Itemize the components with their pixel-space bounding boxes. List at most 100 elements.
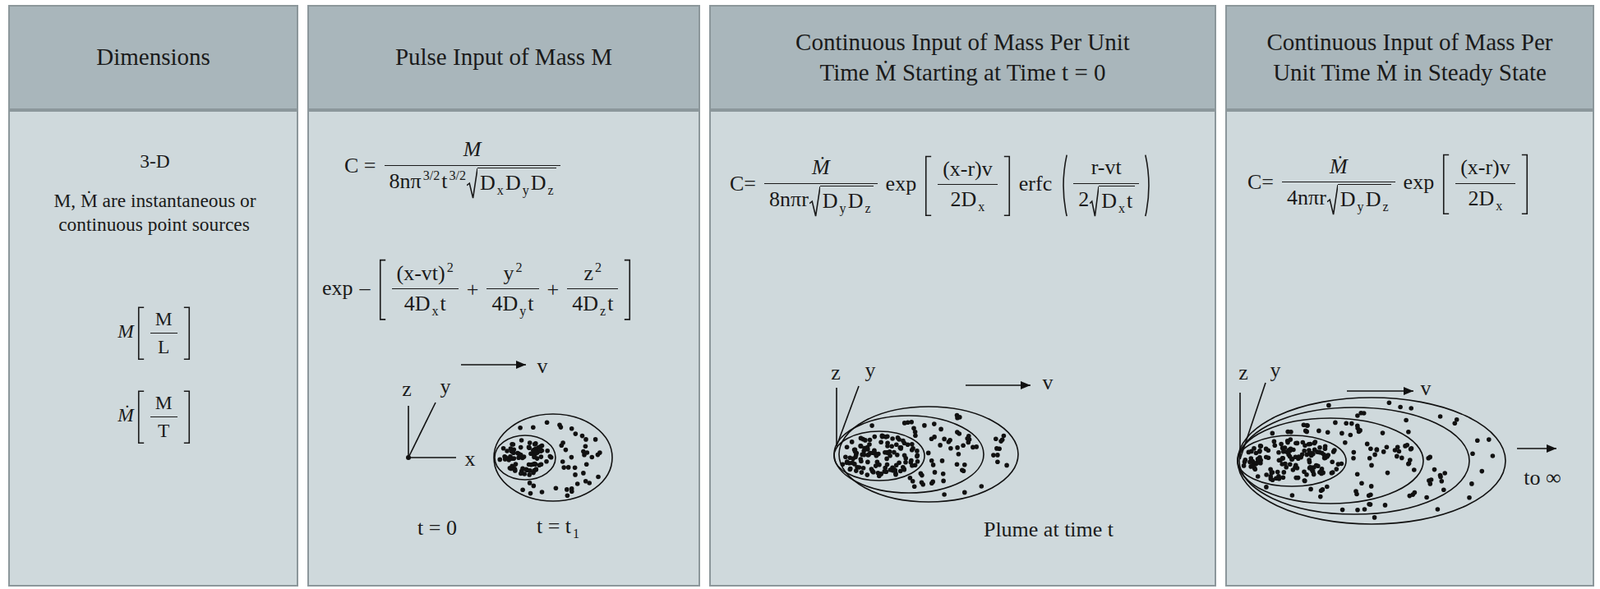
particle-dot — [1306, 442, 1312, 448]
particle-dot — [1369, 484, 1375, 489]
radical-sign-stroke — [1089, 186, 1099, 217]
particle-dot — [962, 462, 968, 468]
particle-dot — [538, 448, 544, 454]
particle-dot — [902, 467, 908, 473]
particle-dot — [569, 488, 575, 494]
particle-dot — [853, 455, 858, 461]
particle-dot — [526, 446, 532, 452]
particle-dot — [867, 438, 873, 443]
header-text: Dimensions — [96, 41, 211, 73]
particle-dot — [1332, 420, 1338, 426]
formula-text: T — [157, 419, 170, 442]
body-cell: C =M8nπ3/2t3/2DxDyDzexp–(x-vt)24Dxt+y24D… — [307, 110, 701, 587]
particle-dot — [548, 455, 554, 461]
fraction: ML — [150, 307, 178, 360]
formula-text: 2 — [1078, 187, 1089, 212]
particle-dot — [1293, 475, 1299, 481]
particle-dot — [1325, 429, 1331, 435]
particle-dot — [1387, 400, 1393, 406]
particle-dot — [501, 446, 507, 452]
bracket-right-stroke — [624, 260, 630, 320]
formula-text: C = — [344, 153, 377, 178]
particle-dot — [911, 425, 917, 431]
radical-sign — [466, 167, 478, 199]
particle-dot — [1241, 463, 1247, 469]
particle-dot — [932, 470, 938, 475]
particle-dot — [518, 445, 524, 451]
square-root: DyDz — [1327, 184, 1392, 216]
particle-dot — [869, 423, 875, 429]
plume-outline — [839, 406, 1019, 503]
formula-block: t = 0 — [416, 515, 458, 543]
particle-dot — [862, 438, 868, 443]
formula-group: DyDz — [1337, 184, 1392, 216]
particle-dot — [881, 434, 887, 440]
formula-text: v — [537, 354, 549, 379]
particle-dot — [1277, 476, 1282, 482]
bracket-content: (x-vt)24Dxt+y24Dyt+z24Dzt — [387, 258, 624, 323]
formula-group: 2Dx — [937, 184, 998, 216]
particle-dot — [1469, 481, 1475, 487]
formula-text: 2D — [1468, 186, 1495, 211]
bracket-content: (x-r)v2Dx — [932, 154, 1003, 218]
formula-text: 4nπr — [1286, 185, 1327, 210]
header-cell: Continuous Input of Mass Per Unit Time Ṁ… — [709, 4, 1217, 111]
particle-dot — [583, 443, 589, 449]
particle-dot — [593, 437, 599, 443]
formula-group: (x-r)v — [937, 156, 998, 186]
particle-dot — [1367, 456, 1373, 462]
formula-text: (x-r)v — [1460, 155, 1511, 180]
particle-dot — [1429, 477, 1435, 483]
particle-dot — [959, 467, 965, 473]
particle-dot — [1246, 450, 1252, 456]
formula-text: t — [441, 169, 448, 194]
formula-text: y — [865, 358, 877, 383]
formula-text: Plume at time t — [983, 517, 1114, 542]
particle-dot — [1399, 456, 1405, 462]
formula-text: t — [527, 291, 534, 316]
particle-dot — [1394, 454, 1400, 460]
particle-dot — [1258, 443, 1264, 449]
particle-dot — [1004, 463, 1010, 469]
particle-dot — [1374, 447, 1380, 453]
particle-dot — [1287, 462, 1293, 468]
formula-text: D — [479, 170, 496, 195]
formula-text: z — [401, 377, 412, 402]
particle-dot — [1425, 456, 1431, 462]
particle-dot — [957, 431, 963, 437]
formula-block: to ∞ — [1522, 465, 1562, 493]
formula-text: 8nπr — [769, 187, 809, 212]
formula-text: Ṁ — [117, 404, 134, 426]
particle-dot — [1258, 443, 1264, 449]
formula-text: y — [1270, 358, 1282, 383]
particle-dot — [1466, 495, 1472, 501]
particle-dot — [1475, 438, 1481, 443]
particle-dot — [909, 463, 915, 469]
particle-dot — [858, 456, 864, 462]
particle-dot — [852, 447, 858, 453]
formula-text: L — [157, 336, 170, 358]
formula-text: Ṁ — [1329, 154, 1348, 179]
particle-dot — [560, 440, 566, 446]
particle-dot — [1432, 467, 1438, 473]
formula-group: (x-r)v — [1455, 154, 1516, 185]
formula-group: y2 — [486, 259, 539, 290]
particle-dot — [511, 456, 517, 462]
formula-group: 2Dxt — [1073, 184, 1139, 217]
particle-dot — [858, 436, 864, 442]
particle-dot — [1272, 439, 1278, 445]
formula-block: Plume at time t — [982, 516, 1115, 545]
particle-dot — [844, 444, 850, 450]
particle-dot — [590, 455, 595, 461]
bracket-left-stroke — [1443, 155, 1449, 215]
particle-dot — [1380, 430, 1386, 436]
fraction: (x-r)v2Dx — [937, 156, 998, 217]
particle-dot — [563, 447, 569, 453]
velocity-arrow — [965, 384, 1031, 387]
particle-dot — [1302, 478, 1308, 484]
bracket-left — [1059, 152, 1069, 219]
formula-text: v — [1042, 370, 1054, 395]
formula-text: x — [465, 447, 476, 471]
formula-text: + — [547, 276, 560, 305]
body-cell: 3-DM, Ṁ are instantaneous or continuous … — [8, 110, 299, 587]
